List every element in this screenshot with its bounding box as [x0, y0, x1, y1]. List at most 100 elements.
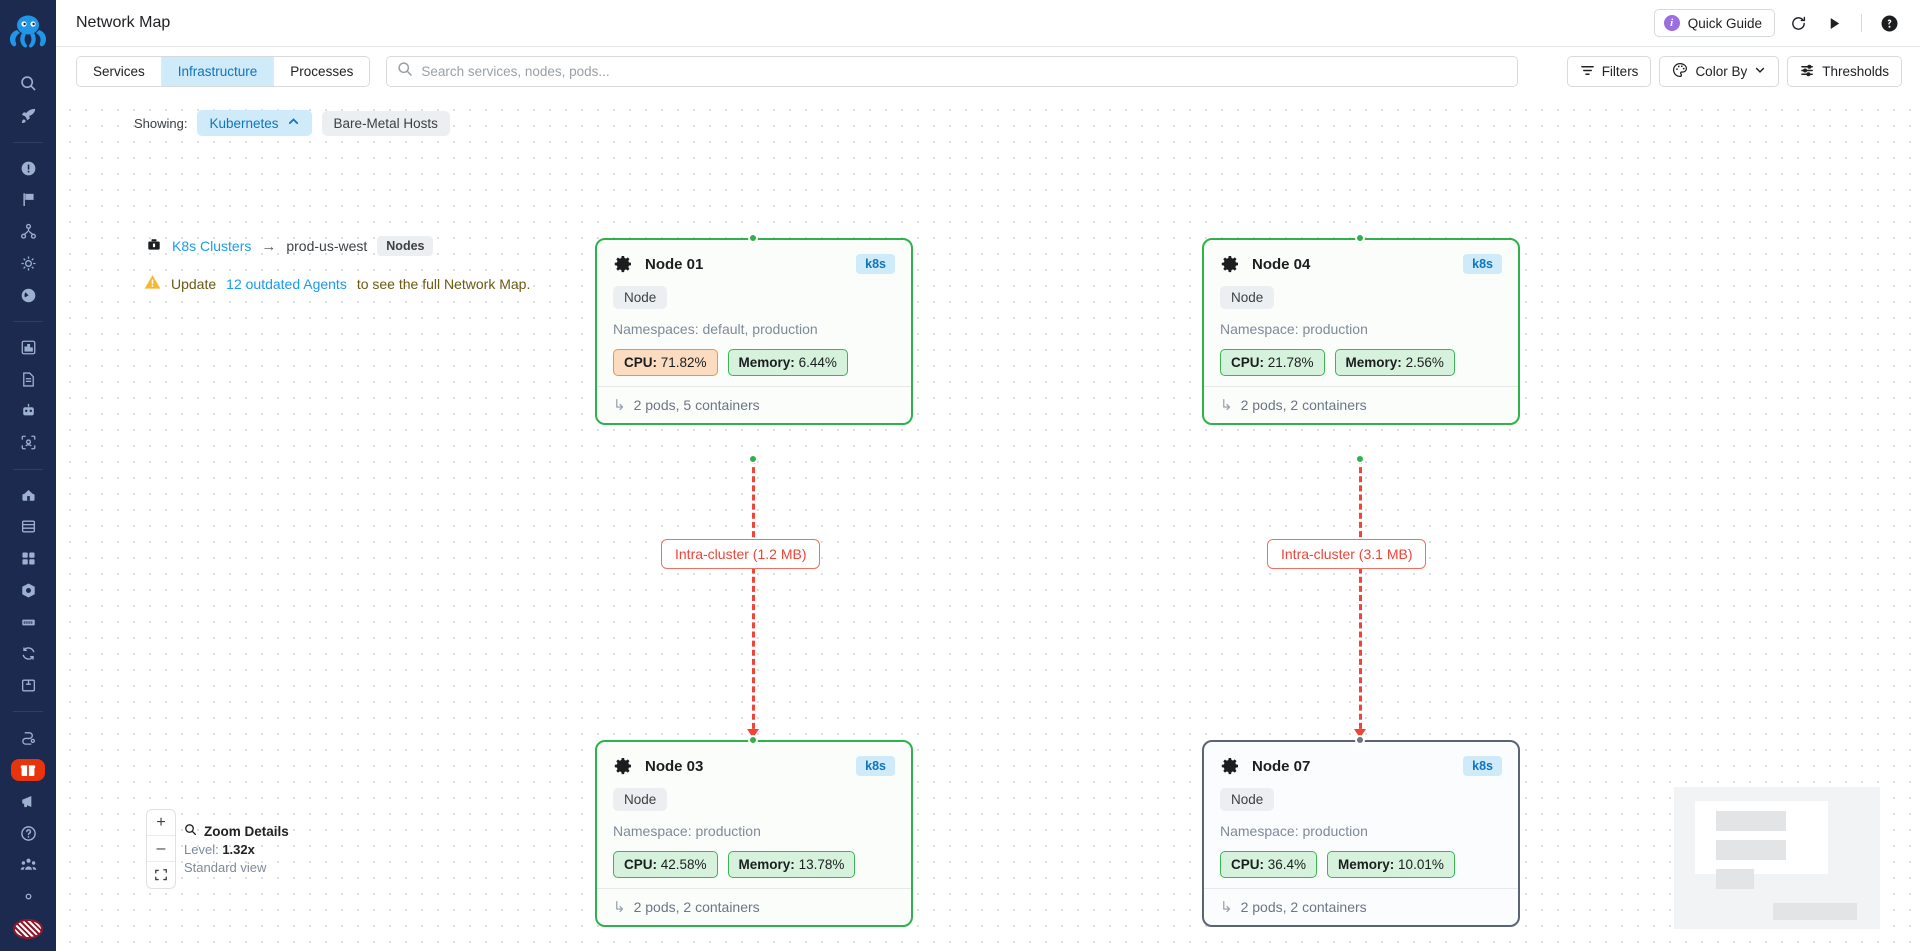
edge-left-label-text: Intra-cluster (1.2 MB) — [675, 546, 807, 562]
info-icon: i — [1663, 15, 1680, 31]
zoom-level-prefix: Level: — [184, 842, 223, 857]
node-card-node-04[interactable]: Node 04 k8s Node Namespace: production C… — [1202, 238, 1520, 425]
breadcrumb-arrow: → — [261, 237, 277, 255]
node-card-node-07[interactable]: Node 07 k8s Node Namespace: production C… — [1202, 740, 1520, 927]
minimap-node-box — [1800, 903, 1830, 920]
showing-kubernetes-label: Kubernetes — [209, 115, 279, 131]
sidebar-divider — [13, 141, 43, 143]
node-03-footer: ↳ 2 pods, 2 containers — [597, 888, 911, 925]
node-01-footer: ↳ 2 pods, 5 containers — [597, 386, 911, 423]
edge-left-label[interactable]: Intra-cluster (1.2 MB) — [661, 539, 821, 569]
outdated-agents-warning: Update 12 outdated Agents to see the ful… — [144, 274, 530, 293]
magnifier-icon — [184, 823, 197, 839]
flag-icon[interactable] — [11, 189, 45, 211]
search-icon[interactable] — [11, 73, 45, 95]
grid-icon[interactable] — [11, 548, 45, 570]
play-icon[interactable] — [1821, 10, 1847, 36]
minimap-node-box — [1751, 811, 1786, 831]
color-by-button[interactable]: Color By — [1659, 56, 1780, 87]
outdated-agents-link[interactable]: 12 outdated Agents — [226, 275, 347, 292]
minimap-node-box — [1716, 811, 1754, 831]
zoom-out-button[interactable]: – — [147, 836, 175, 862]
fit-screen-icon[interactable] — [147, 862, 175, 888]
help-circle-icon[interactable] — [11, 822, 45, 844]
document-icon[interactable] — [11, 368, 45, 390]
search-input[interactable] — [421, 64, 1508, 79]
toolbar-buttons: Filters Color By — [1566, 56, 1902, 87]
node-04-port-top — [1355, 233, 1365, 243]
breadcrumb-link-k8s-clusters[interactable]: K8s Clusters — [172, 238, 252, 254]
team-icon[interactable] — [11, 854, 45, 876]
rocket-icon[interactable] — [11, 105, 45, 127]
settings-gear-icon[interactable] — [11, 886, 45, 908]
node-card-node-03[interactable]: Node 03 k8s Node Namespace: production C… — [595, 740, 913, 927]
table-icon[interactable] — [11, 516, 45, 538]
user-avatar[interactable] — [13, 918, 43, 940]
warning-triangle-icon — [144, 274, 161, 293]
thresholds-button[interactable]: Thresholds — [1787, 56, 1902, 87]
minimap-node-box — [1827, 903, 1857, 920]
zoom-details-title-row: Zoom Details — [184, 823, 289, 839]
zoom-in-button[interactable]: + — [147, 810, 175, 836]
gear-icon — [1220, 254, 1240, 274]
network-map-canvas[interactable]: Showing: Kubernetes Bare-Metal Hosts K8s… — [56, 96, 1920, 951]
subtree-arrow-icon: ↳ — [1220, 397, 1233, 414]
megaphone-icon[interactable] — [11, 791, 45, 813]
node-01-cpu-metric: CPU: 71.82% — [613, 349, 718, 376]
minimap-node-box — [1716, 840, 1754, 860]
node-07-type-chip: Node — [1220, 788, 1275, 811]
tab-infrastructure[interactable]: Infrastructure — [161, 57, 275, 86]
node-03-metrics: CPU: 42.58% Memory: 13.78% — [613, 851, 895, 878]
edge-right-label-text: Intra-cluster (3.1 MB) — [1281, 546, 1413, 562]
archive-box-icon[interactable] — [11, 675, 45, 697]
node-card-node-01[interactable]: Node 01 k8s Node Namespaces: default, pr… — [595, 238, 913, 425]
filter-icon — [1580, 63, 1595, 81]
refresh-icon[interactable] — [1785, 10, 1811, 36]
node-03-namespaces: Namespace: production — [613, 823, 761, 839]
kubernetes-icon[interactable] — [11, 579, 45, 601]
dashboard-chart-icon[interactable] — [11, 337, 45, 359]
node-01-cpu-label: CPU: — [624, 355, 657, 370]
sync-icon[interactable] — [11, 643, 45, 665]
tab-processes[interactable]: Processes — [274, 57, 370, 86]
node-07-metrics: CPU: 36.4% Memory: 10.01% — [1220, 851, 1502, 878]
octopus-logo-icon[interactable] — [6, 12, 50, 52]
showing-kubernetes-pill[interactable]: Kubernetes — [197, 110, 312, 136]
showing-bare-metal-pill[interactable]: Bare-Metal Hosts — [321, 110, 450, 136]
quick-guide-button[interactable]: i Quick Guide — [1653, 9, 1775, 37]
edge-left-line — [752, 458, 755, 738]
help-icon[interactable] — [1876, 10, 1902, 36]
node-07-cpu-metric: CPU: 36.4% — [1220, 851, 1318, 878]
edge-right-arrowhead — [1354, 729, 1366, 738]
node-07-mem-label: Memory: — [1338, 857, 1395, 872]
server-rack-icon[interactable] — [11, 611, 45, 633]
breadcrumb-chip-nodes: Nodes — [377, 236, 434, 256]
minimap[interactable] — [1674, 787, 1880, 929]
filters-button[interactable]: Filters — [1566, 56, 1652, 87]
node-01-memory-metric: Memory: 6.44% — [727, 349, 848, 376]
edge-right-label[interactable]: Intra-cluster (3.1 MB) — [1267, 539, 1427, 569]
node-03-pods-containers: 2 pods, 2 containers — [633, 899, 760, 915]
node-03-header: Node 03 k8s — [613, 756, 895, 776]
node-03-port-top — [748, 735, 758, 745]
pipeline-icon[interactable] — [11, 727, 45, 749]
minimap-node-box — [1716, 869, 1754, 889]
robot-icon[interactable] — [11, 400, 45, 422]
node-07-footer: ↳ 2 pods, 2 containers — [1204, 888, 1518, 925]
integrations-icon[interactable] — [11, 484, 45, 506]
node-03-title: Node 03 — [645, 757, 704, 775]
node-07-namespaces: Namespace: production — [1220, 823, 1368, 839]
alert-info-icon[interactable] — [11, 157, 45, 179]
color-by-label: Color By — [1695, 64, 1748, 79]
search-bar[interactable] — [386, 56, 1519, 87]
node-04-cpu-label: CPU: — [1231, 355, 1264, 370]
scan-face-icon[interactable] — [11, 432, 45, 454]
anomaly-icon[interactable] — [11, 252, 45, 274]
gauge-icon[interactable] — [11, 284, 45, 306]
node-04-namespaces: Namespace: production — [1220, 321, 1368, 337]
topology-icon[interactable] — [11, 221, 45, 243]
warning-suffix: to see the full Network Map. — [356, 275, 531, 292]
filter-toolbar: Services Infrastructure Processes Filt — [56, 47, 1920, 96]
tab-services[interactable]: Services — [77, 57, 162, 86]
gift-promo-icon[interactable] — [11, 758, 45, 781]
